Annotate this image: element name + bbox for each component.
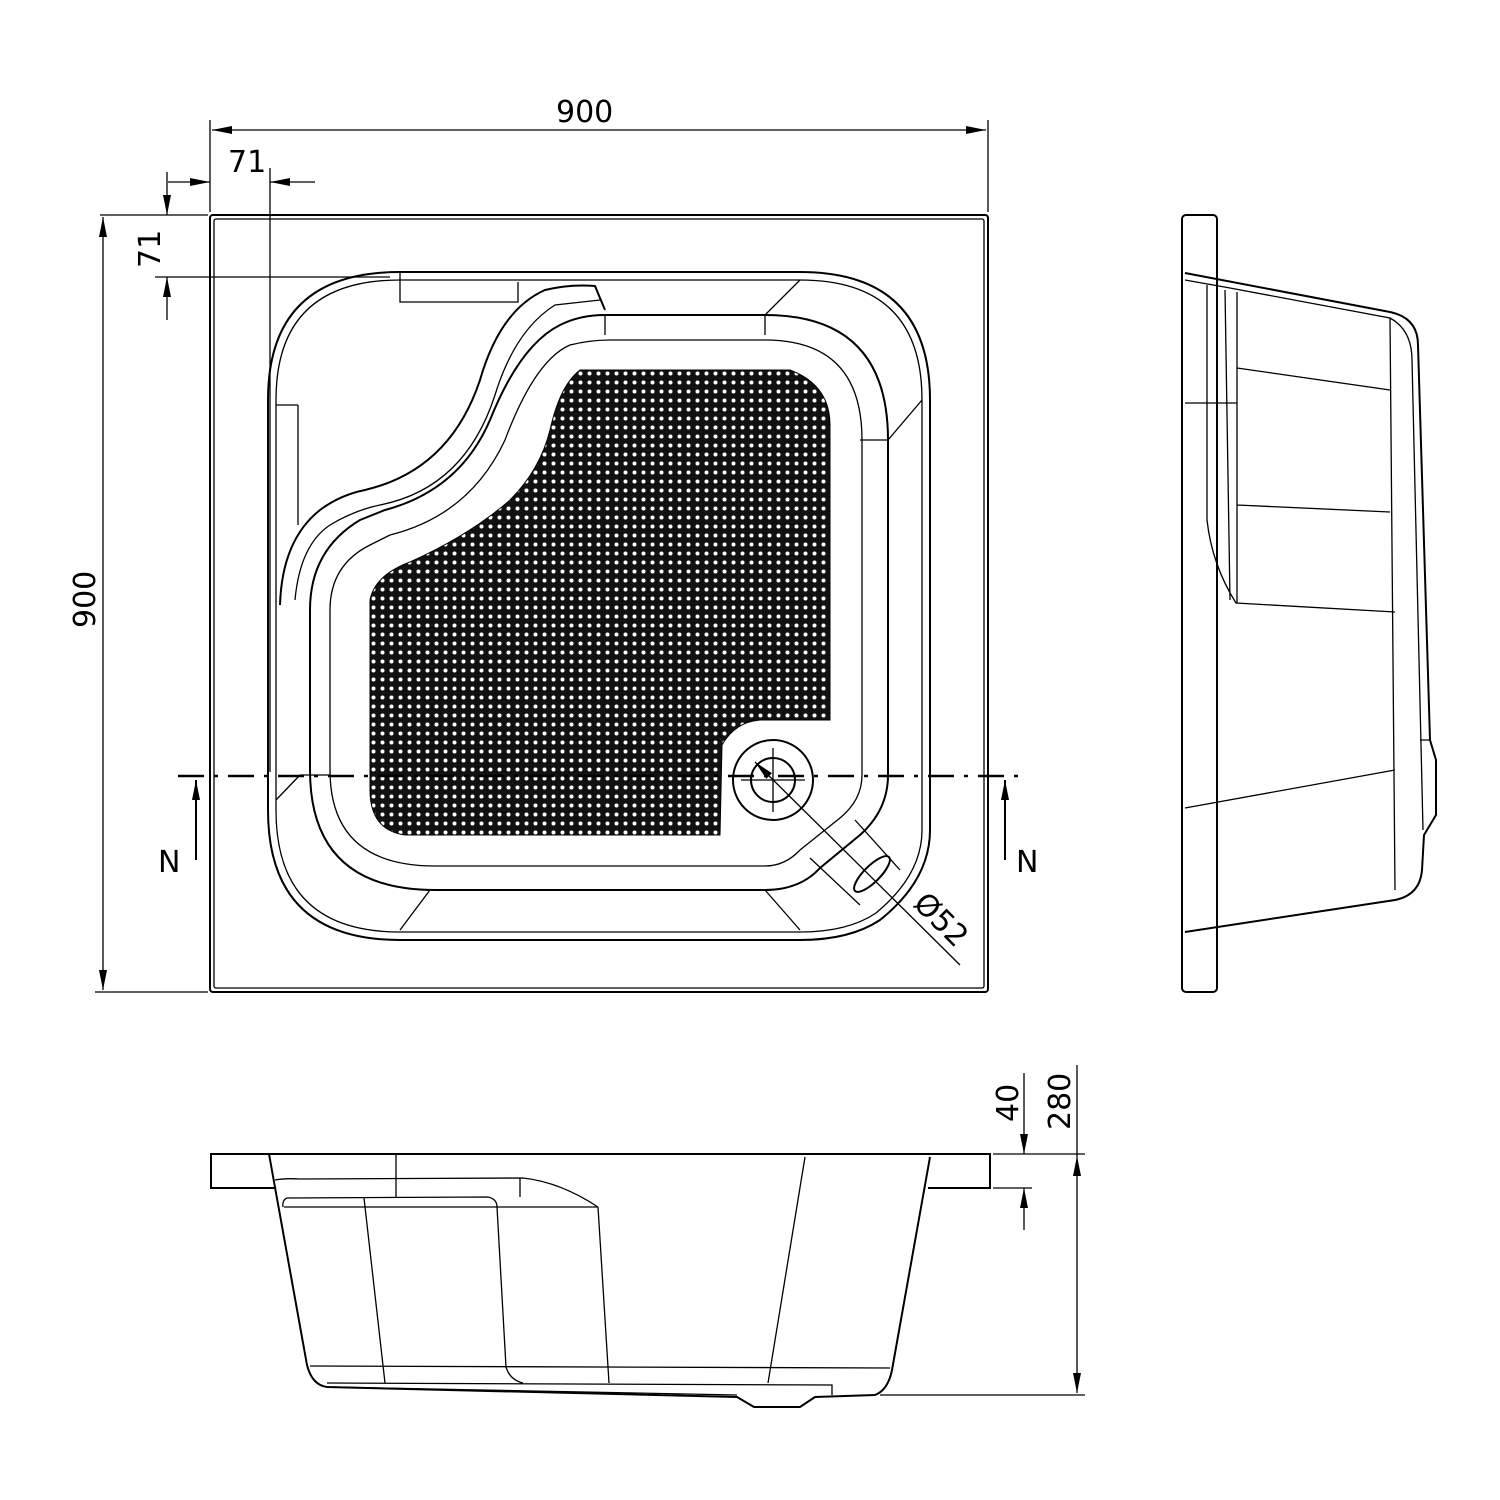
- corner-seat: [279, 284, 606, 606]
- overflow-hole: [853, 855, 891, 893]
- rim-height-label: 40: [991, 1084, 1026, 1122]
- tub-outer-edge: [267, 271, 931, 941]
- top-view: Ø52 N N: [158, 214, 1038, 993]
- rim-offset-x-label: 71: [228, 145, 266, 180]
- drain-diameter-label: Ø52: [906, 886, 974, 954]
- depth-dim-label: 900: [68, 571, 103, 628]
- drain-dim-leader: [754, 761, 961, 966]
- side-view: [1181, 214, 1437, 993]
- anti-slip-texture: [369, 369, 831, 836]
- front-view: [210, 1153, 991, 1408]
- floor-edge: [309, 314, 889, 891]
- rim-offset-y-label: 71: [133, 230, 168, 268]
- total-height-label: 280: [1043, 1073, 1078, 1130]
- rim-outline: [209, 214, 989, 993]
- section-label-right: N: [1016, 845, 1038, 880]
- drain-outer: [732, 739, 814, 821]
- width-dim-label: 900: [556, 95, 613, 130]
- dimensions-front: 40 280: [880, 1065, 1085, 1396]
- section-label-left: N: [158, 845, 180, 880]
- dimensions-top: 900 71 71 900: [68, 95, 989, 993]
